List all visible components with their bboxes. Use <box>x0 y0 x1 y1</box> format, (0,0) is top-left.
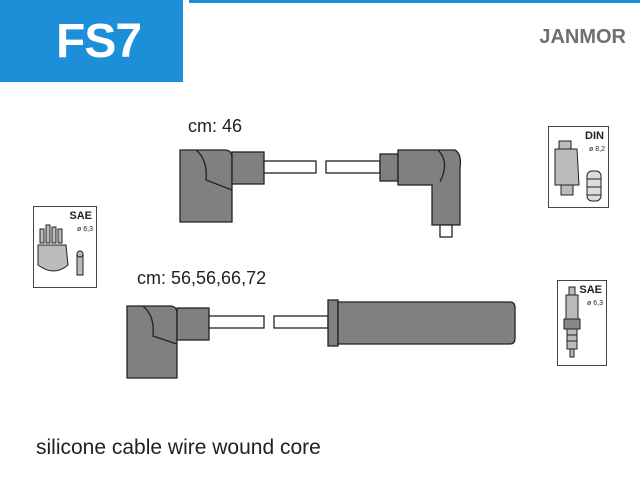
coil-standard: DIN <box>585 130 604 142</box>
distributor-icon: SAE ø 6,3 <box>33 206 97 288</box>
coil-icon: DIN ø 8,2 <box>548 126 609 208</box>
header-rule <box>189 0 640 3</box>
cable-1-length-label: cm: 46 <box>188 116 243 136</box>
spark-plug-icon <box>563 286 581 358</box>
product-code: FS7 <box>56 15 142 68</box>
cable-2-straight-boot <box>327 299 516 347</box>
cable-1-right-boot <box>379 149 462 238</box>
distributor-standard: SAE <box>69 210 92 222</box>
cable-2-left-boot <box>126 305 210 379</box>
cable-2-wire <box>208 315 329 329</box>
ignition-coil-icon <box>554 140 602 202</box>
product-description: silicone cable wire wound core <box>36 436 321 459</box>
distributor-cap-icon <box>37 224 84 276</box>
spark-plug-icon-box: SAE ø 6,3 <box>557 280 607 366</box>
cable-1-left-boot <box>179 149 265 223</box>
cable-2-length-label: cm: 56,56,66,72 <box>137 268 267 288</box>
header-banner: FS7 <box>0 0 183 82</box>
plug-standard: SAE <box>579 284 602 296</box>
brand-name: JANMOR <box>539 26 626 48</box>
distributor-diameter: ø 6,3 <box>77 226 93 233</box>
plug-diameter: ø 6,3 <box>587 300 603 307</box>
coil-diameter: ø 8,2 <box>589 146 605 153</box>
